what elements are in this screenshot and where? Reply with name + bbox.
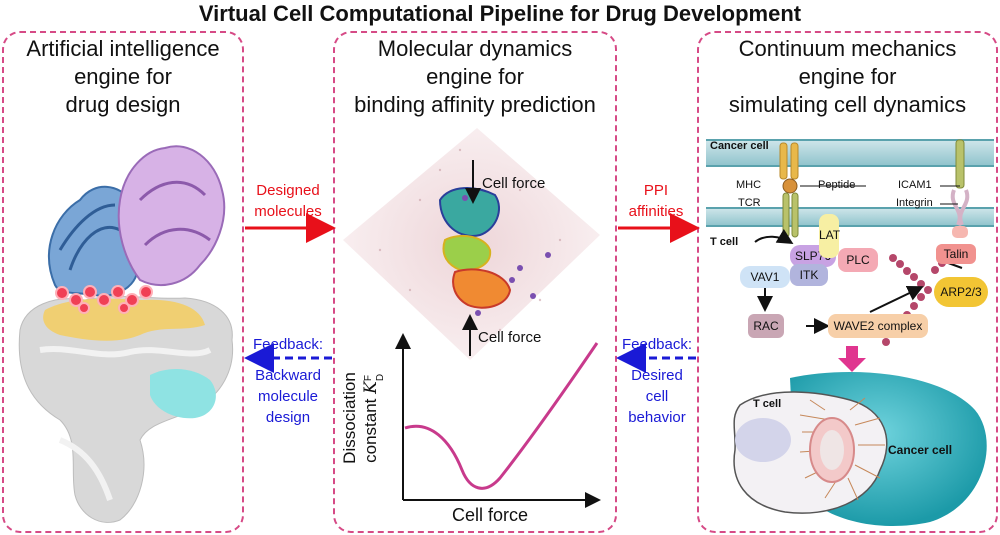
- ai-title-line-1: Artificial intelligence: [26, 36, 220, 61]
- wave2-node: WAVE2 complex: [828, 314, 928, 338]
- rac-node: RAC: [748, 314, 784, 338]
- arp23-node: ARP2/3: [934, 277, 988, 307]
- feedback-left-title: Feedback:: [252, 336, 324, 353]
- icam1-label: ICAM1: [898, 179, 932, 191]
- md-protein-top: [438, 187, 500, 237]
- membrane-top: [706, 139, 994, 167]
- lat-node: LAT: [819, 214, 840, 258]
- protein-structure-illustration: [18, 145, 234, 523]
- md-protein-mid: [442, 234, 492, 272]
- plot-xlabel: Cell force: [451, 505, 529, 525]
- feedback-right-line-3: behavior: [628, 409, 686, 426]
- ai-panel-title: Artificial intelligence engine for drug …: [4, 35, 242, 119]
- peptide-label: Peptide: [818, 179, 856, 191]
- cancer-cell-top-label: Cancer cell: [710, 140, 769, 152]
- cell-illustration: [733, 371, 987, 526]
- cm-title-line-1: Continuum mechanics: [738, 36, 957, 61]
- kd-vs-force-plot: [395, 333, 601, 508]
- designed-label-line-1: Designed: [256, 182, 320, 199]
- feedback-left-line-1: Backward: [255, 367, 321, 384]
- t-cell-nucleus: [735, 418, 791, 462]
- feedback-right-line-1: Desired: [631, 367, 683, 384]
- itk-node: ITK: [790, 264, 828, 286]
- vav1-node: VAV1: [740, 266, 790, 288]
- ppi-affinities-label: PPI affinities: [618, 180, 694, 222]
- icam-integrin: [950, 139, 970, 238]
- plot-ylabel-k: K: [361, 381, 381, 394]
- designed-molecules-label: Designed molecules: [244, 180, 332, 222]
- feedback-left-line-3: design: [265, 409, 311, 426]
- ppi-label-line-1: PPI: [643, 182, 669, 199]
- talin-node: Talin: [936, 244, 976, 264]
- tcr-label: TCR: [738, 197, 761, 209]
- mhc-label: MHC: [736, 179, 762, 191]
- md-title-line-3: binding affinity prediction: [354, 92, 596, 117]
- mhc-tcr-complex: [779, 142, 799, 238]
- md-protein-bottom: [452, 268, 512, 309]
- md-panel-title: Molecular dynamics engine for binding af…: [335, 35, 615, 119]
- ai-title-line-3: drug design: [65, 92, 181, 117]
- integrin-label: Integrin: [896, 197, 933, 209]
- feedback-left-label: Feedback: Backward molecule design: [244, 334, 332, 428]
- ai-title-line-2: engine for: [74, 64, 172, 89]
- ppi-label-line-2: affinities: [628, 203, 684, 220]
- feedback-left-line-2: molecule: [257, 388, 319, 405]
- ai-panel: [2, 31, 244, 533]
- cell-force-bottom-label: Cell force: [478, 329, 542, 346]
- feedback-right-title: Feedback:: [621, 336, 693, 353]
- md-panel: [333, 31, 617, 533]
- surface-shade: [39, 346, 212, 358]
- cm-panel: [697, 31, 998, 533]
- md-title-line-2: engine for: [426, 64, 524, 89]
- plot-ylabel-constant: constant: [361, 398, 380, 463]
- ribbon-purple: [117, 145, 226, 286]
- page-title: Virtual Cell Computational Pipeline for …: [198, 1, 802, 26]
- designed-label-line-2: molecules: [254, 203, 322, 220]
- down-arrow: [838, 346, 866, 372]
- surface-shade-2: [58, 437, 113, 501]
- t-cell-top-label: T cell: [710, 236, 739, 248]
- kd-curve: [404, 342, 599, 490]
- md-simulation-box: [343, 128, 600, 360]
- cancer-cell-label: Cancer cell: [888, 443, 953, 457]
- md-title-line-1: Molecular dynamics: [377, 36, 573, 61]
- plot-ylabel-sub: D: [375, 373, 386, 382]
- plot-ylabel-line-1: Dissociation: [340, 372, 359, 464]
- cm-title-line-3: simulating cell dynamics: [728, 92, 967, 117]
- membrane-bottom: [706, 207, 994, 227]
- cm-panel-title: Continuum mechanics engine for simulatin…: [699, 35, 996, 119]
- surface-cyan: [150, 368, 216, 419]
- plc-node: PLC: [838, 248, 878, 272]
- feedback-right-label: Feedback: Desired cell behavior: [618, 334, 696, 428]
- cell-force-top-label: Cell force: [482, 175, 546, 192]
- cm-title-line-2: engine for: [798, 64, 897, 89]
- t-cell-label: T cell: [753, 398, 782, 410]
- feedback-right-line-2: cell: [645, 388, 669, 405]
